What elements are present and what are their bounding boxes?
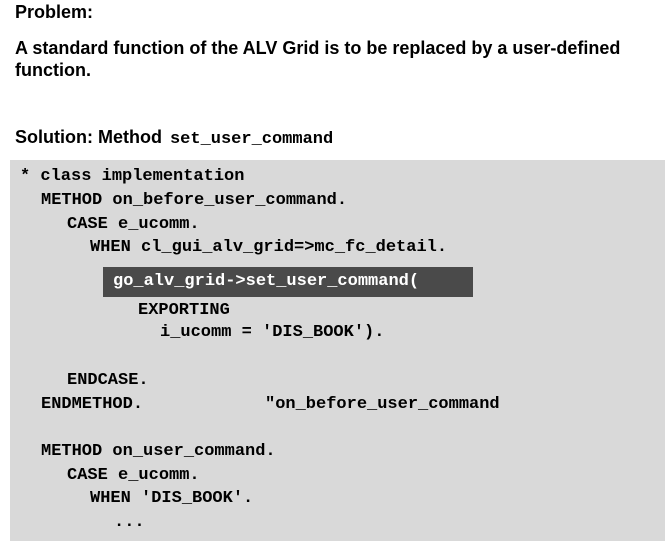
code-line-set-user-command: go_alv_grid->set_user_command(	[113, 272, 420, 291]
code-box	[10, 160, 665, 541]
code-line-case-2: CASE e_ucomm.	[67, 466, 200, 485]
code-line-comment: * class implementation	[20, 167, 245, 186]
code-line-when-dis-book: WHEN 'DIS_BOOK'.	[90, 489, 254, 508]
code-highlight	[103, 267, 473, 297]
code-line-endmethod-comment: "on_before_user_command	[265, 395, 500, 414]
code-line-endcase: ENDCASE.	[67, 371, 149, 390]
code-line-ucomm-param: i_ucomm = 'DIS_BOOK').	[160, 323, 385, 342]
code-line-ellipsis: ...	[114, 513, 145, 532]
code-line-endmethod: ENDMETHOD.	[41, 395, 144, 414]
problem-description: A standard function of the ALV Grid is t…	[15, 38, 621, 80]
code-line-exporting: EXPORTING	[138, 301, 230, 320]
code-line-case-1: CASE e_ucomm.	[67, 215, 200, 234]
code-line-method-before: METHOD on_before_user_command.	[41, 191, 348, 210]
solution-method-name: set_user_command	[169, 130, 334, 149]
code-line-when-detail: WHEN cl_gui_alv_grid=>mc_fc_detail.	[90, 238, 448, 257]
problem-heading: Problem:	[15, 2, 94, 22]
solution-line: Solution: Method set_user_command	[15, 127, 333, 149]
code-line-method-user: METHOD on_user_command.	[41, 442, 276, 461]
solution-label: Solution: Method	[15, 127, 162, 147]
